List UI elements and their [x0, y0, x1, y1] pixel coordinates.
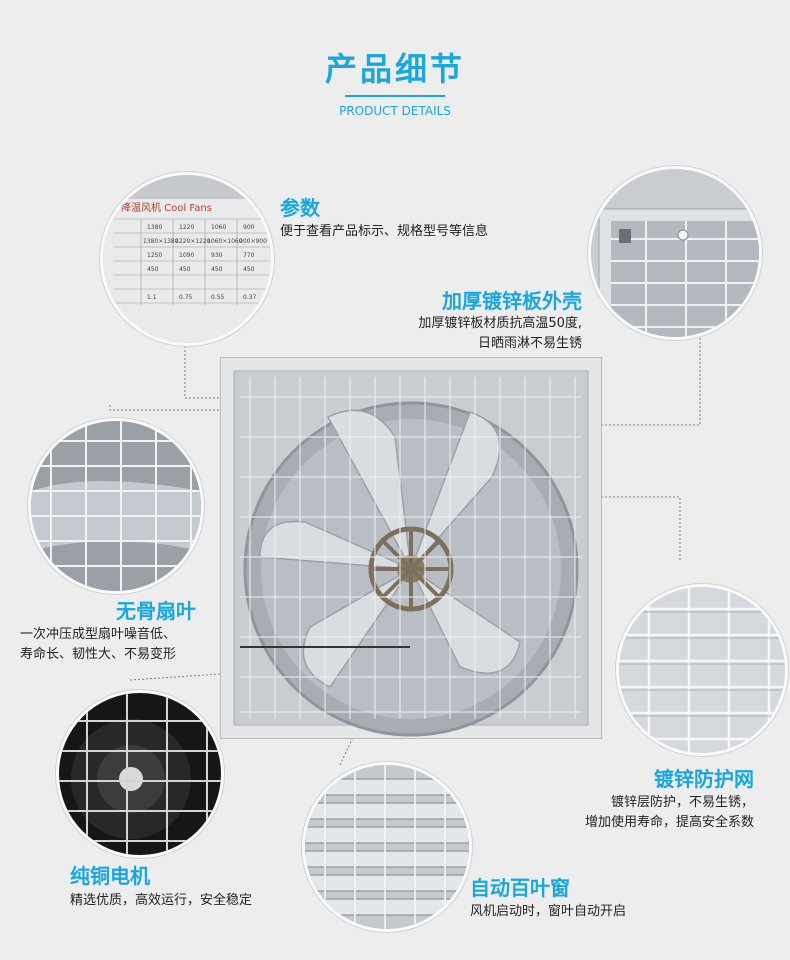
label-cell: 900: [243, 224, 255, 231]
guard-desc-line2: 增加使用寿命，提高安全系数: [584, 815, 754, 830]
label-cell: 1060: [211, 224, 226, 231]
label-cell: 0.37: [243, 294, 257, 301]
label-cell: 930: [211, 252, 223, 259]
label-cell: 1220: [179, 224, 194, 231]
label-cell: 1250: [147, 252, 162, 259]
blade-title: 无骨扇叶: [116, 599, 196, 623]
label-cell: 900×900: [239, 238, 267, 245]
blade-closeup: [28, 418, 204, 594]
label-cell: 770: [243, 252, 255, 259]
motor-closeup: [56, 690, 224, 858]
guard-title: 镀锌防护网: [654, 767, 754, 791]
motor-title: 纯铜电机: [70, 864, 150, 888]
shell-title: 加厚镀锌板外壳: [442, 289, 582, 313]
guard-desc-line1: 镀锌层防护，不易生锈，: [610, 795, 754, 810]
title-underline: [345, 95, 445, 97]
blade-desc-line1: 一次冲压成型扇叶噪音低、: [20, 627, 177, 642]
label-cell: 1220×1220: [175, 238, 211, 245]
label-cell: 0.75: [179, 294, 193, 301]
label-cell: 1060×1060: [207, 238, 243, 245]
label-cell: 1.1: [147, 294, 157, 301]
shell-desc-line1: 加厚镀锌板材质抗高温50度,: [418, 316, 582, 331]
label-plate-icon: 降温风机 Cool Fans 1380 1220 1060 900 1380×1…: [103, 175, 271, 343]
shutter-desc: 风机启动时，窗叶自动开启: [470, 904, 627, 919]
label-cell: 450: [147, 266, 159, 273]
guard-closeup: [616, 584, 788, 756]
blade-icon: [31, 421, 201, 591]
label-cell: 1380: [147, 224, 162, 231]
page-title: 产品细节: [324, 50, 465, 88]
label-cell: 450: [211, 266, 223, 273]
page-subtitle: PRODUCT DETAILS: [339, 104, 451, 118]
motor-desc: 精选优质，高效运行，安全稳定: [70, 893, 253, 908]
label-cell: 0.55: [211, 294, 225, 301]
params-closeup: 降温风机 Cool Fans 1380 1220 1060 900 1380×1…: [100, 172, 274, 346]
label-plate-heading: 降温风机 Cool Fans: [121, 201, 212, 214]
grille-icon: [619, 587, 785, 753]
label-cell: 1090: [179, 252, 194, 259]
label-cell: 450: [179, 266, 191, 273]
fan-product-image: [219, 356, 603, 740]
shell-closeup: [588, 166, 762, 340]
blade-desc-line2: 寿命长、韧性大、不易变形: [20, 647, 177, 662]
shell-desc-line2: 日晒雨淋不易生锈: [477, 336, 582, 351]
shutter-icon: [305, 765, 469, 929]
params-title: 参数: [280, 196, 320, 220]
fan-icon: [219, 356, 603, 740]
shutter-closeup: [302, 762, 472, 932]
shutter-title: 自动百叶窗: [470, 876, 570, 900]
params-desc: 便于查看产品标示、规格型号等信息: [280, 224, 489, 239]
motor-icon: [59, 693, 221, 855]
label-cell: 450: [243, 266, 255, 273]
shell-corner-icon: [591, 169, 759, 337]
label-cell: 1380×1380: [143, 238, 179, 245]
